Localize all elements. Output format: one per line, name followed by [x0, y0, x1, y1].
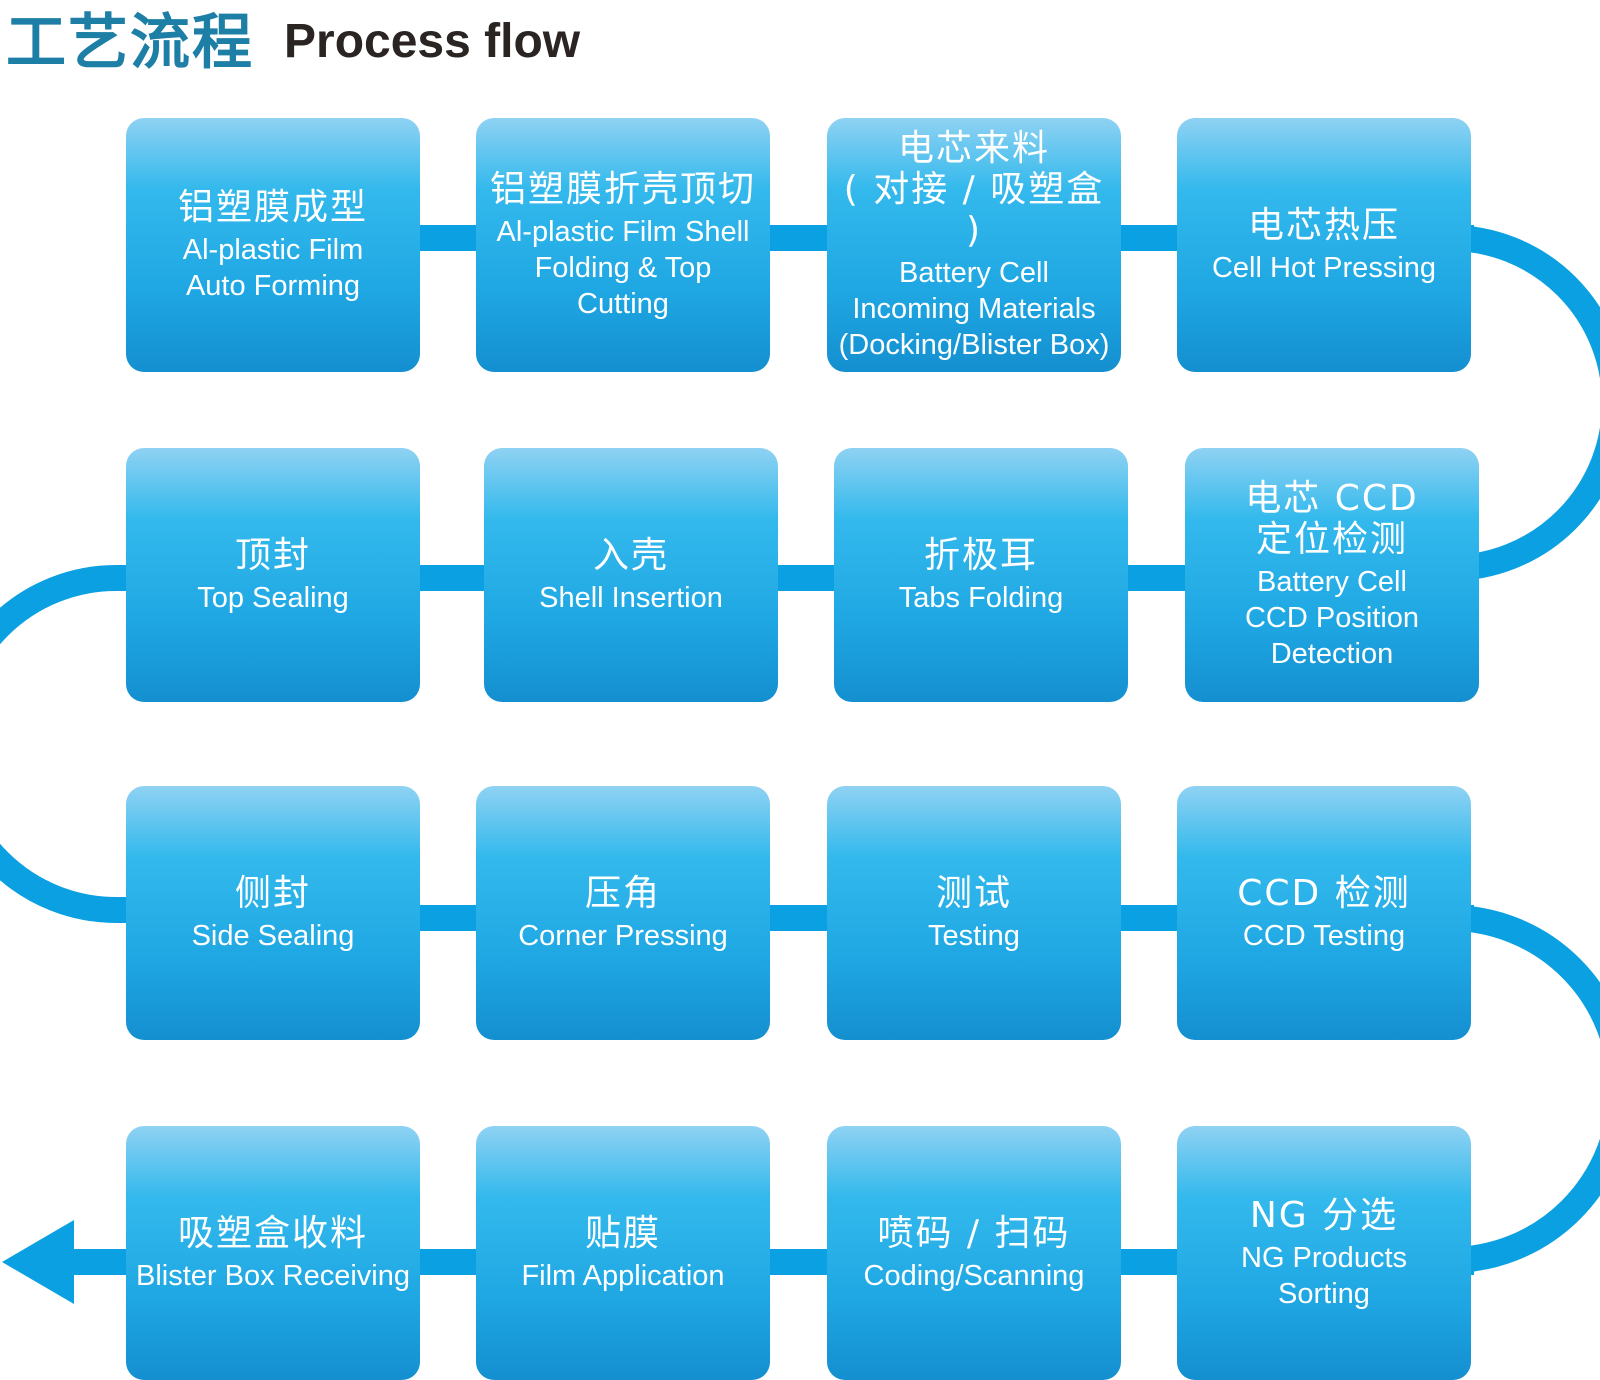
step-ccd-position-detection[interactable]: 电芯 CCD 定位检测 Battery Cell CCD Position De…	[1185, 448, 1479, 702]
step-battery-cell-incoming[interactable]: 电芯来料 ( 对接 / 吸塑盒 ) Battery Cell Incoming …	[827, 118, 1121, 372]
step-label-cn: 测试	[935, 872, 1012, 914]
end-arrow-icon	[2, 1220, 74, 1304]
step-label-en: Al-plastic Film Shell Folding & Top Cutt…	[496, 215, 750, 320]
step-label-cn: 电芯热压	[1247, 204, 1400, 246]
step-label-cn: NG 分选	[1249, 1194, 1399, 1236]
step-ng-sorting[interactable]: NG 分选 NG Products Sorting	[1177, 1126, 1471, 1380]
step-coding-scanning[interactable]: 喷码 / 扫码 Coding/Scanning	[827, 1126, 1121, 1380]
step-top-sealing[interactable]: 顶封 Top Sealing	[126, 448, 420, 702]
step-al-film-forming[interactable]: 铝塑膜成型 Al-plastic Film Auto Forming	[126, 118, 420, 372]
step-shell-insertion[interactable]: 入壳 Shell Insertion	[484, 448, 778, 702]
step-label-en: Testing	[928, 919, 1020, 952]
title-english: Process flow	[284, 15, 581, 68]
step-label-cn: 顶封	[234, 534, 311, 576]
step-corner-pressing[interactable]: 压角 Corner Pressing	[476, 786, 770, 1040]
step-label-en: Cell Hot Pressing	[1211, 251, 1437, 284]
step-label-en: Battery Cell Incoming Materials (Docking…	[838, 256, 1110, 361]
step-cell-hot-pressing[interactable]: 电芯热压 Cell Hot Pressing	[1177, 118, 1471, 372]
connector-turn-right-1	[1437, 225, 1600, 581]
step-label-cn: 电芯来料 ( 对接 / 吸塑盒 )	[843, 127, 1105, 251]
step-film-application[interactable]: 贴膜 Film Application	[476, 1126, 770, 1380]
step-label-cn: CCD 检测	[1237, 872, 1411, 914]
step-label-en: Blister Box Receiving	[136, 1259, 410, 1292]
step-label-cn: 铝塑膜成型	[177, 186, 368, 228]
step-shell-folding-top-cutting[interactable]: 铝塑膜折壳顶切 Al-plastic Film Shell Folding & …	[476, 118, 770, 372]
step-tabs-folding[interactable]: 折极耳 Tabs Folding	[834, 448, 1128, 702]
step-label-cn: 压角	[584, 872, 661, 914]
step-blister-box-receiving[interactable]: 吸塑盒收料 Blister Box Receiving	[126, 1126, 420, 1380]
step-label-cn: 折极耳	[923, 534, 1038, 576]
step-label-cn: 贴膜	[584, 1212, 661, 1254]
step-label-cn: 铝塑膜折壳顶切	[489, 168, 756, 210]
connector-turn-right-2	[1437, 905, 1600, 1273]
step-label-cn: 吸塑盒收料	[177, 1212, 368, 1254]
step-label-en: Battery Cell CCD Position Detection	[1244, 566, 1420, 670]
step-label-cn: 喷码 / 扫码	[877, 1212, 1071, 1254]
step-label-cn: 电芯 CCD 定位检测	[1245, 478, 1419, 560]
step-label-en: Side Sealing	[191, 919, 355, 952]
step-label-en: Al-plastic Film Auto Forming	[182, 233, 364, 302]
connector-turn-left	[0, 565, 129, 923]
step-label-cn: 侧封	[234, 872, 311, 914]
page-title: 工艺流程 Process flow	[6, 0, 581, 78]
step-side-sealing[interactable]: 侧封 Side Sealing	[126, 786, 420, 1040]
step-label-en: Top Sealing	[197, 581, 349, 614]
step-label-en: Corner Pressing	[518, 919, 728, 952]
step-testing[interactable]: 测试 Testing	[827, 786, 1121, 1040]
step-label-cn: 入壳	[592, 534, 669, 576]
step-label-en: Shell Insertion	[539, 581, 723, 614]
step-label-en: Coding/Scanning	[863, 1259, 1085, 1292]
step-label-en: CCD Testing	[1242, 919, 1406, 952]
step-label-en: Tabs Folding	[898, 581, 1064, 614]
step-label-en: NG Products Sorting	[1241, 1241, 1407, 1310]
step-ccd-testing[interactable]: CCD 检测 CCD Testing	[1177, 786, 1471, 1040]
title-chinese: 工艺流程	[6, 8, 254, 78]
step-label-en: Film Application	[521, 1259, 725, 1292]
